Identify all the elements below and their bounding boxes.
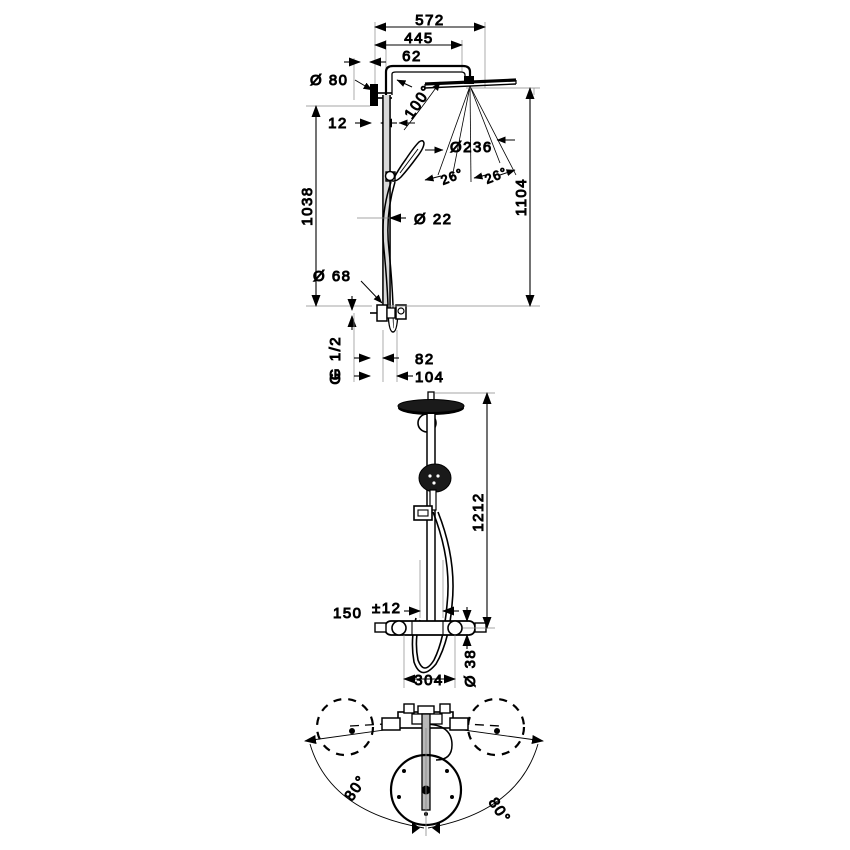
dim-1104-label: 1104: [513, 178, 530, 216]
angle-80-right-label: 80°: [485, 795, 514, 827]
front-elevation-view: 1212 150 ±12 Ø 38: [333, 391, 495, 690]
dim-1212-label: 1212: [470, 492, 487, 531]
front-view-shower-geometry: [374, 391, 487, 674]
side-view-shower-geometry: [370, 64, 517, 333]
dim-572-label: 572: [415, 12, 445, 29]
thread-g12-label: G 1/2: [327, 336, 344, 380]
leader-d80: [354, 79, 373, 91]
dim-d22-label: Ø 22: [414, 211, 453, 228]
witness-lines-bottom: [353, 313, 398, 382]
dim-d68-label: Ø 68: [313, 268, 352, 285]
angle-26-right-label: 26°: [483, 164, 510, 187]
dim-304-label: 304: [414, 672, 444, 689]
dim-d236: [425, 136, 515, 154]
swivel-circle-left: [315, 697, 375, 757]
dim-d38-label: Ø 38: [462, 649, 479, 688]
dim-62-label: 62: [402, 48, 422, 65]
angle-26-left: [424, 174, 442, 182]
angle-80-left-label: 80°: [341, 772, 370, 804]
dim-150-label: 150: [333, 605, 363, 622]
angle-26-left-label: 26°: [439, 165, 466, 188]
dim-tolerance-label: ±12: [372, 600, 401, 617]
dim-104-label: 104: [415, 369, 445, 386]
dim-d80-label: Ø 80: [310, 72, 349, 89]
dim-d236-label: Ø236: [450, 139, 493, 156]
dim-82-label: 82: [415, 351, 435, 368]
dim-12-label: 12: [328, 115, 348, 132]
dim-1038-label: 1038: [299, 186, 316, 225]
top-plan-swivel-view: 80° 80°: [304, 697, 544, 836]
angle-26-right: [473, 169, 516, 180]
angle-100-label: 100°: [401, 82, 436, 122]
angle-100: [396, 79, 441, 131]
plan-valve-body: [381, 703, 469, 836]
swivel-circle-right: [466, 697, 526, 757]
angle-80-arcs: [309, 743, 539, 834]
thread-g-label: G: [327, 371, 344, 384]
side-elevation-view: 572 445 62 Ø 80: [299, 12, 540, 387]
leader-d68: [360, 280, 383, 304]
dim-445-label: 445: [404, 30, 434, 47]
